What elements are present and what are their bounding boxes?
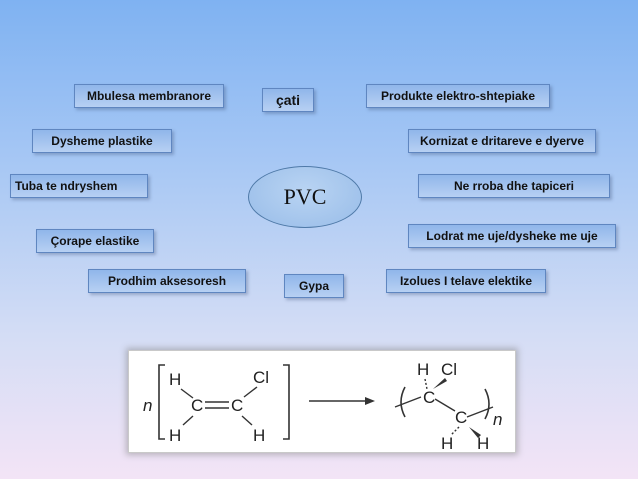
polymer-wedge-h3 <box>469 427 481 438</box>
node-membrane-covers: Mbulesa membranore <box>74 84 224 108</box>
node-pipes: Tuba te ndryshem <box>10 174 148 198</box>
polymer-h1: H <box>417 360 429 379</box>
polymer-c1: C <box>423 388 435 407</box>
node-floors: Lodrat me uje/dysheke me uje <box>408 224 616 248</box>
n-coefficient: n <box>143 396 152 415</box>
node-cable-insulation: Izolues I telave elektike <box>386 269 546 293</box>
polymer-wedge-cl <box>433 378 447 389</box>
node-window-frames: Kornizat e dritareve e dyerve <box>408 129 596 153</box>
monomer-c1: C <box>191 396 203 415</box>
node-appliances: Produkte elektro-shtepiake <box>366 84 550 108</box>
monomer-h2: H <box>169 426 181 445</box>
bracket-left <box>158 364 165 440</box>
polymer-bond-h1 <box>424 378 428 390</box>
bracket-right <box>283 364 290 440</box>
pvc-center: PVC <box>248 166 362 228</box>
node-accessories: Prodhim aksesoresh <box>88 269 246 293</box>
polymer-cl: Cl <box>441 360 457 379</box>
bond-c1-h2 <box>182 415 194 426</box>
bond-c2-cl <box>243 386 258 398</box>
polymer-h3: H <box>477 434 489 452</box>
polymer-bond-left <box>394 396 422 408</box>
polymer-n: n <box>493 410 502 429</box>
polymer-bond-h2 <box>450 426 460 436</box>
node-gypsum: Gypa <box>284 274 344 298</box>
node-clothing: Ne rroba dhe tapiceri <box>418 174 610 198</box>
polymer-c2: C <box>455 408 467 427</box>
monomer-h3: H <box>253 426 265 445</box>
bond-c2-h3 <box>241 415 253 426</box>
node-plastic-floors: Dysheme plastike <box>32 129 172 153</box>
polymer-paren-left <box>400 386 406 418</box>
formula-drawing: n H C H C Cl H H Cl C C H H n <box>143 360 502 452</box>
monomer-c2: C <box>231 396 243 415</box>
polymer-bond-c1-c2 <box>434 398 456 412</box>
node-roof: çati <box>262 88 314 112</box>
bond-h1-c1 <box>180 388 194 399</box>
monomer-h1: H <box>169 370 181 389</box>
node-elastic-socks: Çorape elastike <box>36 229 154 253</box>
arrow-head <box>365 397 375 405</box>
monomer-cl: Cl <box>253 368 269 387</box>
polymer-paren-right <box>484 388 490 420</box>
pvc-label: PVC <box>283 184 327 209</box>
polymer-h2: H <box>441 434 453 452</box>
pvc-polymerization-formula: n H C H C Cl H H Cl C C H H n <box>128 350 516 453</box>
